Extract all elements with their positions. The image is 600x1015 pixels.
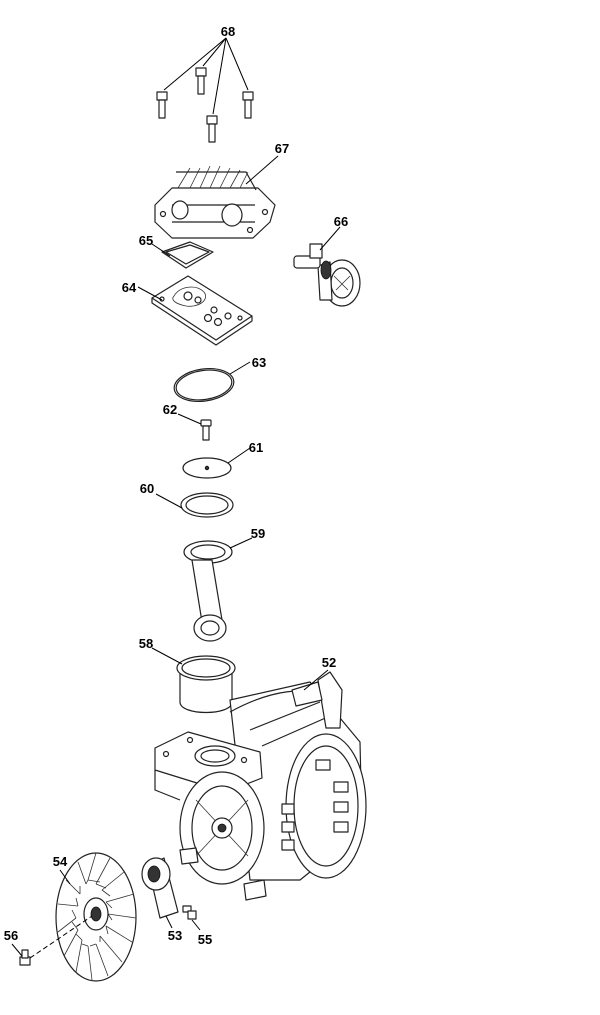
bolt	[206, 115, 218, 143]
part-64-valve-plate	[137, 275, 253, 346]
part-58-cylinder-sleeve	[151, 647, 236, 713]
callout-66: 66	[334, 214, 348, 229]
part-61-retainer	[182, 447, 251, 479]
part-56-fan-bolt	[11, 915, 93, 966]
bolt	[195, 67, 207, 95]
callout-64: 64	[122, 280, 137, 295]
callout-59: 59	[251, 526, 265, 541]
part-54-fan	[55, 852, 137, 982]
callout-52: 52	[322, 655, 336, 670]
callout-54: 54	[53, 854, 68, 869]
callout-63: 63	[252, 355, 266, 370]
callout-labels: 68 67 66 65 64 63 62 61 60 59 58 52 54 5…	[4, 24, 348, 947]
part-66-unloader-valve	[293, 226, 361, 307]
part-67-cylinder-head	[154, 155, 279, 239]
part-63-o-ring	[173, 361, 251, 402]
part-68-bolts	[156, 37, 254, 143]
callout-61: 61	[249, 440, 263, 455]
part-65-gasket	[151, 241, 214, 269]
callout-62: 62	[163, 402, 177, 417]
callout-60: 60	[140, 481, 154, 496]
part-55-screw	[182, 905, 201, 931]
part-59-connecting-rod	[183, 537, 253, 642]
callout-53: 53	[168, 928, 182, 943]
part-62-screw	[177, 413, 212, 441]
part-52-motor-crankcase	[154, 669, 367, 901]
bolt	[156, 91, 168, 119]
part-53-crank	[141, 857, 179, 929]
callout-65: 65	[139, 233, 153, 248]
callout-68: 68	[221, 24, 235, 39]
part-60-piston-ring	[155, 492, 234, 518]
callout-58: 58	[139, 636, 153, 651]
callout-67: 67	[275, 141, 289, 156]
callout-56: 56	[4, 928, 18, 943]
callout-55: 55	[198, 932, 212, 947]
bolt	[242, 91, 254, 119]
